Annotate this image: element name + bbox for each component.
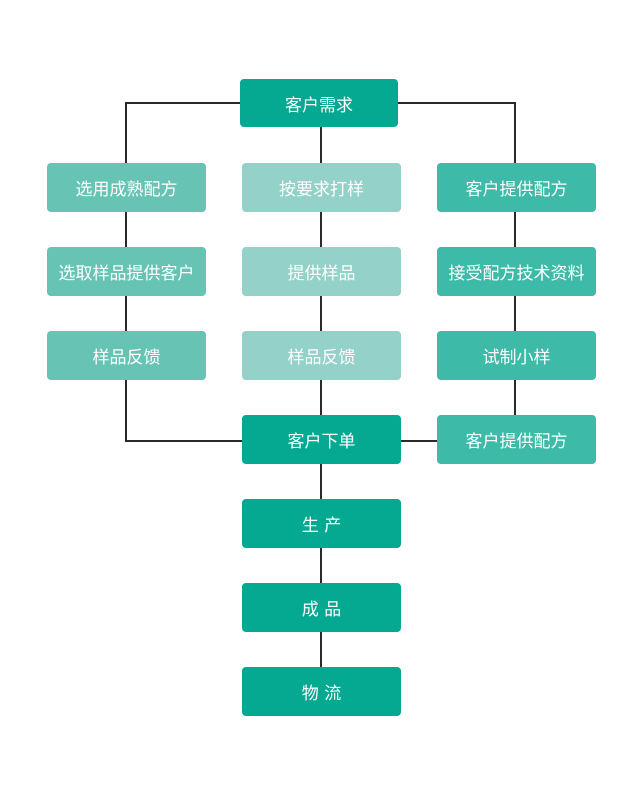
node-production: 生 产 xyxy=(242,499,401,548)
node-middle-2: 提供样品 xyxy=(242,247,401,296)
node-right-4: 客户提供配方 xyxy=(437,415,596,464)
node-right-3: 试制小样 xyxy=(437,331,596,380)
node-right-1: 客户提供配方 xyxy=(437,163,596,212)
node-logistics: 物 流 xyxy=(242,667,401,716)
node-middle-3: 样品反馈 xyxy=(242,331,401,380)
node-left-3: 样品反馈 xyxy=(47,331,206,380)
node-finished-product: 成 品 xyxy=(242,583,401,632)
node-customer-order: 客户下单 xyxy=(242,415,401,464)
node-left-2: 选取样品提供客户 xyxy=(47,247,206,296)
node-customer-demand: 客户需求 xyxy=(240,79,398,127)
node-middle-1: 按要求打样 xyxy=(242,163,401,212)
node-right-2: 接受配方技术资料 xyxy=(437,247,596,296)
node-left-1: 选用成熟配方 xyxy=(47,163,206,212)
